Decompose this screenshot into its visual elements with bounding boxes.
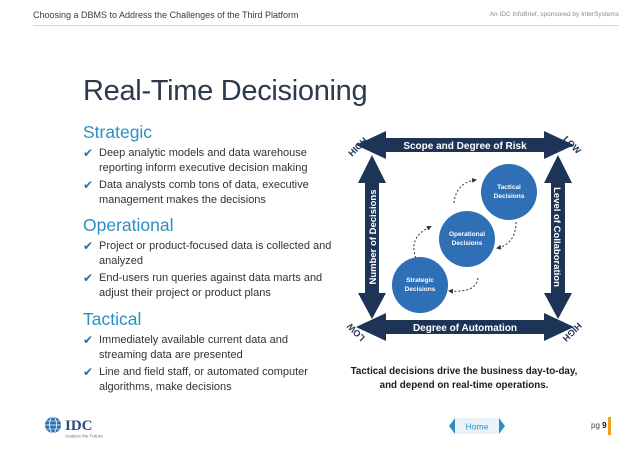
automation-arrow: Degree of Automation xyxy=(356,313,574,341)
section-operational: Operational ✔Project or product-focused … xyxy=(83,215,333,303)
section-strategic: Strategic ✔Deep analytic models and data… xyxy=(83,122,333,210)
diagram-caption: Tactical decisions drive the business da… xyxy=(350,366,578,391)
sponsor-note: An IDC InfoBrief, sponsored by InterSyst… xyxy=(489,11,619,18)
logo-tagline: Analyze the Future xyxy=(65,434,103,439)
scope-risk-arrow: Scope and Degree of Risk xyxy=(356,131,574,159)
section-heading: Tactical xyxy=(83,309,142,329)
level-of-collaboration-arrow: Level of Collaboration xyxy=(544,155,572,319)
idc-logo: IDC Analyze the Future xyxy=(45,416,103,439)
arrow-label: Number of Decisions xyxy=(368,189,379,284)
operational-decisions-circle: Operational Decisions xyxy=(439,211,495,267)
home-button[interactable]: Home xyxy=(449,418,505,434)
checkmark-icon: ✔ xyxy=(83,239,94,253)
checkmark-icon: ✔ xyxy=(83,333,94,347)
bullet-item: ✔Immediately available current data and … xyxy=(83,333,288,361)
bullet-item: ✔Line and field staff, or automated comp… xyxy=(83,365,308,393)
logo-wordmark: IDC xyxy=(65,418,93,434)
checkmark-icon: ✔ xyxy=(83,178,94,192)
flow-arrow xyxy=(413,225,432,259)
arrow-label: Degree of Automation xyxy=(413,323,517,334)
page-title: Real-Time Decisioning xyxy=(83,75,368,107)
strategic-decisions-circle: Strategic Decisions xyxy=(392,257,448,313)
arrow-label: Level of Collaboration xyxy=(551,187,562,287)
checkmark-icon: ✔ xyxy=(83,365,94,379)
bullet-item: ✔End-users run queries against data mart… xyxy=(83,271,323,299)
header-divider xyxy=(33,25,619,26)
tactical-decisions-circle: Tactical Decisions xyxy=(481,164,537,220)
globe-icon xyxy=(45,416,61,434)
svg-text:Operational: Operational xyxy=(449,231,485,238)
svg-text:Tactical: Tactical xyxy=(497,184,521,191)
svg-text:Decisions: Decisions xyxy=(494,193,525,200)
flow-arrow xyxy=(448,277,479,294)
home-label: Home xyxy=(466,422,489,432)
document-title: Choosing a DBMS to Address the Challenge… xyxy=(33,10,299,20)
checkmark-icon: ✔ xyxy=(83,146,94,160)
section-heading: Strategic xyxy=(83,122,153,142)
section-heading: Operational xyxy=(83,215,174,235)
bullet-item: ✔Project or product-focused data is coll… xyxy=(83,239,332,267)
decisioning-diagram: Scope and Degree of Risk Degree of Autom… xyxy=(345,131,584,344)
page-number: pg 9 xyxy=(591,421,607,430)
flow-arrow xyxy=(496,221,517,250)
bullet-item: ✔Data analysts comb tons of data, execut… xyxy=(83,178,309,206)
chevron-right-icon xyxy=(499,418,505,434)
svg-text:Decisions: Decisions xyxy=(452,240,483,247)
page-marker xyxy=(608,417,611,435)
arrow-label: Scope and Degree of Risk xyxy=(403,141,527,152)
svg-text:Strategic: Strategic xyxy=(406,277,434,284)
number-of-decisions-arrow: Number of Decisions xyxy=(358,155,386,319)
flow-arrow xyxy=(453,178,477,204)
bullet-item: ✔Deep analytic models and data warehouse… xyxy=(83,146,308,174)
chevron-left-icon xyxy=(449,418,455,434)
checkmark-icon: ✔ xyxy=(83,271,94,285)
section-tactical: Tactical ✔Immediately available current … xyxy=(83,309,333,397)
svg-text:Decisions: Decisions xyxy=(405,286,436,293)
